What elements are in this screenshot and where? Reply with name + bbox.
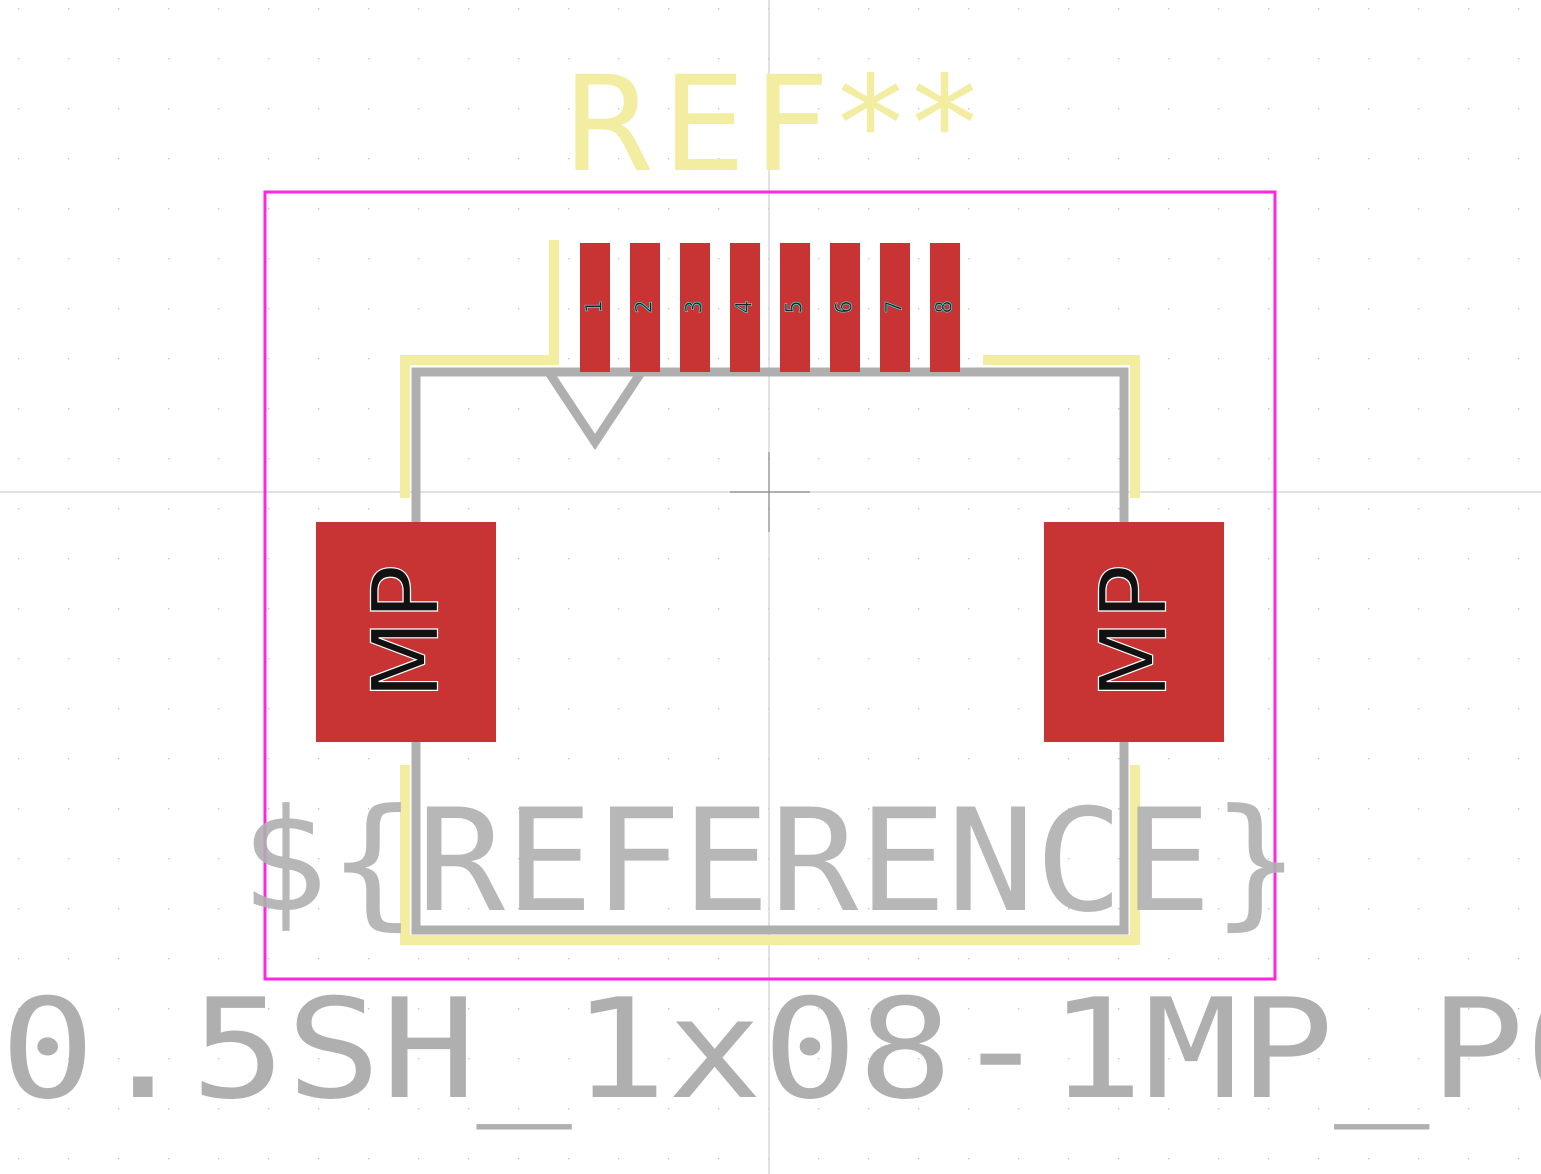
signal-pad-6[interactable]: 6 <box>830 243 860 372</box>
mounting-pad-left-label: MP <box>353 565 460 700</box>
mounting-pad-right-copper <box>1044 522 1224 742</box>
signal-pad-number: 5 <box>783 300 808 313</box>
signal-pad-1[interactable]: 1 <box>580 243 610 372</box>
signal-pad-copper <box>680 243 710 372</box>
signal-pad-copper <box>930 243 960 372</box>
signal-pad-number: 4 <box>733 300 758 313</box>
signal-pad-5[interactable]: 5 <box>780 243 810 372</box>
ref-designator[interactable]: REF** <box>562 48 985 202</box>
signal-pad-number: 8 <box>933 300 958 313</box>
value-field[interactable]: 0.5SH_1x08-1MP_P0 <box>0 969 1541 1130</box>
signal-pad-number: 3 <box>683 300 708 313</box>
mounting-pad-right[interactable]: MP <box>1044 522 1224 742</box>
silkscreen-outline <box>400 240 1140 945</box>
signal-pad-8[interactable]: 8 <box>930 243 960 372</box>
reference-field[interactable]: ${REFERENCE} <box>240 779 1300 944</box>
signal-pad-copper <box>580 243 610 372</box>
signal-pad-2[interactable]: 2 <box>630 243 660 372</box>
signal-pad-number: 2 <box>633 300 658 313</box>
signal-pad-copper <box>830 243 860 372</box>
signal-pad-4[interactable]: 4 <box>730 243 760 372</box>
mounting-pad-left-copper <box>316 522 496 742</box>
courtyard-outline <box>263 190 1277 981</box>
signal-pad-copper <box>730 243 760 372</box>
mounting-pad-right-label: MP <box>1081 565 1188 700</box>
signal-pads: 1 2 3 4 5 6 7 8 <box>580 243 960 372</box>
mounting-pad-left[interactable]: MP <box>316 522 496 742</box>
signal-pad-number: 7 <box>883 300 908 313</box>
signal-pad-number: 1 <box>583 300 608 313</box>
pin1-triangle-marker <box>546 371 644 451</box>
signal-pad-copper <box>630 243 660 372</box>
fabrication-outline <box>411 367 1129 935</box>
signal-pad-3[interactable]: 3 <box>680 243 710 372</box>
signal-pad-7[interactable]: 7 <box>880 243 910 372</box>
signal-pad-copper <box>880 243 910 372</box>
signal-pad-number: 6 <box>833 300 858 313</box>
signal-pad-copper <box>780 243 810 372</box>
